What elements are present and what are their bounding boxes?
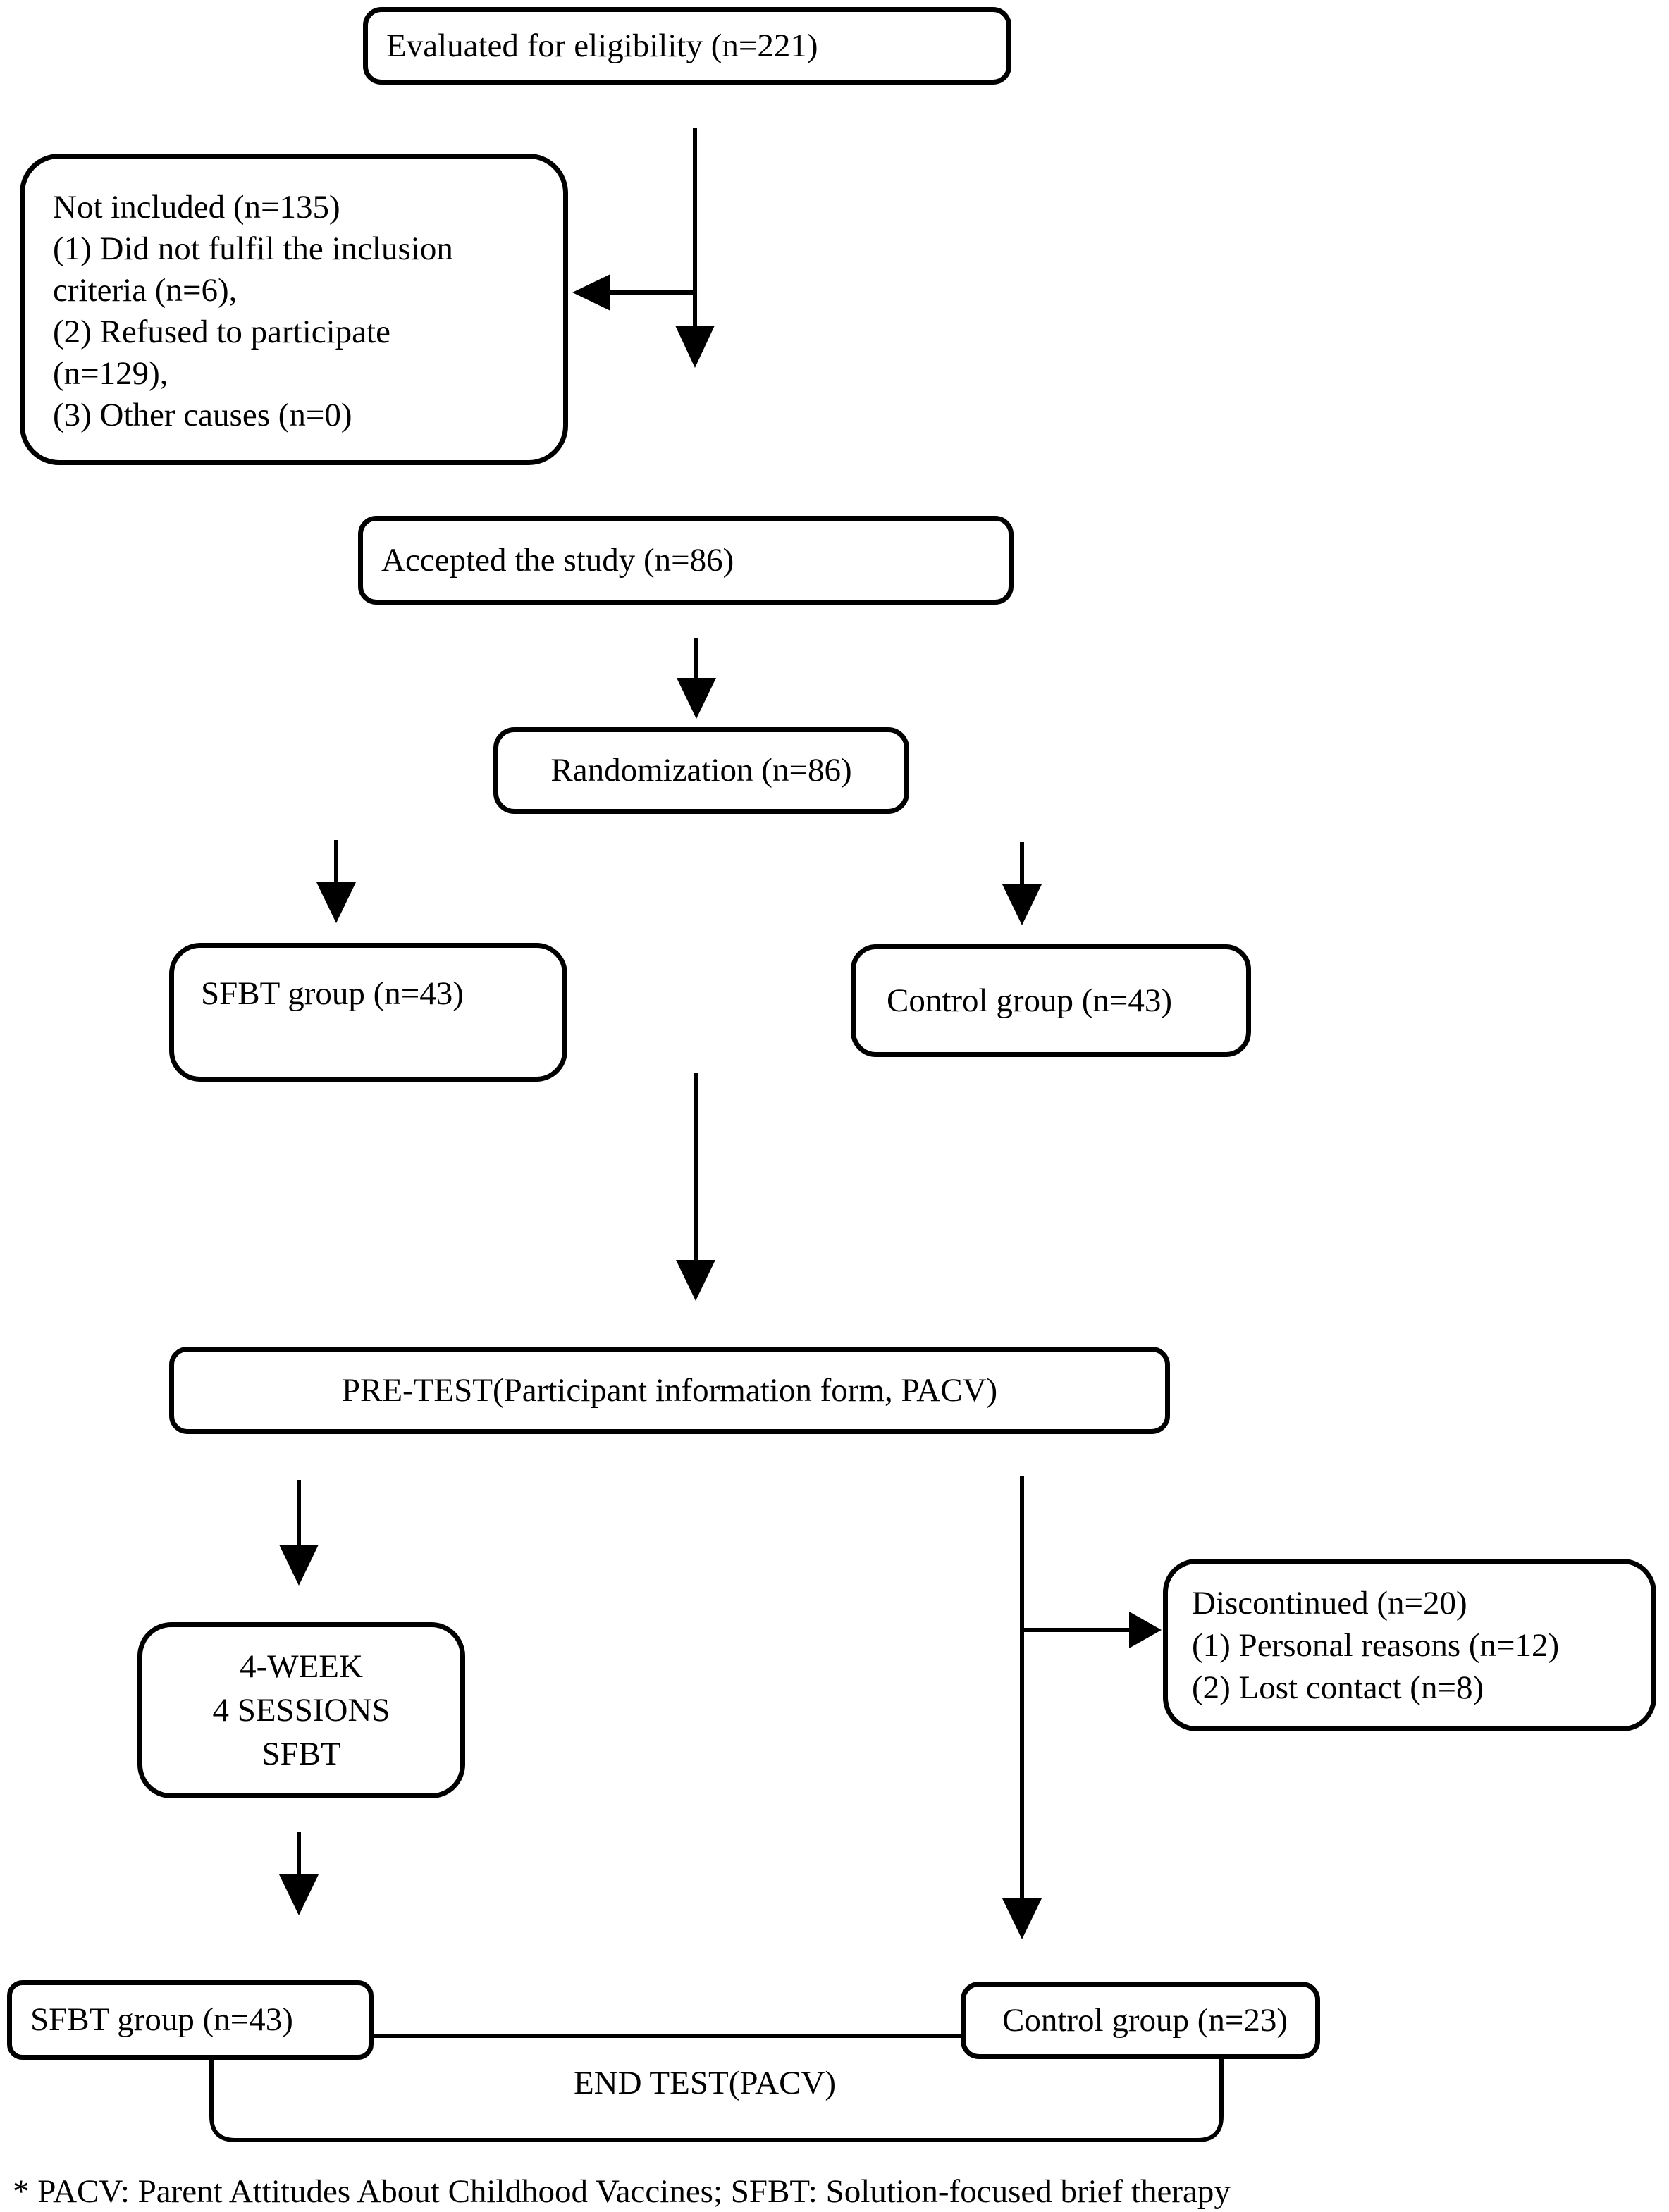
node-evaluated-for-eligibility: Evaluated for eligibility (n=221) [363,7,1011,85]
node-label-line: (n=129), [53,355,168,392]
arrow-randomization-to-sfbt-head [316,882,356,923]
node-label: SFBT group (n=43) [30,2001,293,2038]
node-label-line: (1) Did not fulfil the inclusion [53,230,453,267]
node-randomization: Randomization (n=86) [493,727,909,814]
node-not-included: Not included (n=135) (1) Did not fulfil … [20,154,568,465]
node-pre-test: PRE-TEST(Participant information form, P… [169,1347,1170,1434]
node-label-line: 4-WEEK [240,1648,363,1685]
node-label-line: Not included (n=135) [53,189,340,225]
arrow-pretest-to-4week-head [279,1545,319,1586]
node-label-line: SFBT [261,1736,341,1772]
node-label-line: 4 SESSIONS [212,1692,390,1729]
node-label: Randomization (n=86) [550,752,852,789]
node-discontinued: Discontinued (n=20) (1) Personal reasons… [1163,1559,1656,1731]
node-label-line: (2) Lost contact (n=8) [1192,1669,1484,1706]
node-label: Evaluated for eligibility (n=221) [386,27,818,64]
node-label: PRE-TEST(Participant information form, P… [341,1371,998,1409]
arrow-evaluated-to-accepted-head [675,326,715,368]
node-label: Control group (n=23) [1002,2001,1288,2039]
footnote-abbreviations: * PACV: Parent Attitudes About Childhood… [13,2173,1231,2210]
node-label-line: (3) Other causes (n=0) [53,397,352,433]
node-control-group-allocated: Control group (n=43) [851,944,1251,1057]
node-label: Accepted the study (n=86) [381,541,734,579]
arrow-randomization-to-control-head [1002,884,1042,925]
arrow-groups-to-pretest-head [676,1260,715,1301]
node-sfbt-group-completed: SFBT group (n=43) [7,1980,374,2060]
arrow-4week-to-sfbt-bottom-head [279,1874,319,1915]
node-sfbt-group-allocated: SFBT group (n=43) [169,943,567,1082]
arrow-to-not-included-head [572,274,610,311]
node-label-line: criteria (n=6), [53,272,238,309]
end-test-label: END TEST(PACV) [573,2065,837,2101]
node-label: Control group (n=43) [887,982,1173,1019]
node-label: SFBT group (n=43) [201,975,464,1012]
node-label-line: (2) Refused to participate [53,314,390,350]
arrow-to-discontinued-head [1129,1612,1162,1648]
arrow-pretest-to-control-bottom-head [1002,1898,1042,1939]
arrow-accepted-to-randomization-head [677,678,716,719]
node-4-week-4-sessions-sfbt: 4-WEEK 4 SESSIONS SFBT [137,1622,465,1798]
node-accepted-the-study: Accepted the study (n=86) [358,516,1014,605]
node-label-line: Discontinued (n=20) [1192,1584,1467,1621]
node-control-group-completed: Control group (n=23) [961,1982,1320,2059]
node-label-line: (1) Personal reasons (n=12) [1192,1626,1560,1664]
